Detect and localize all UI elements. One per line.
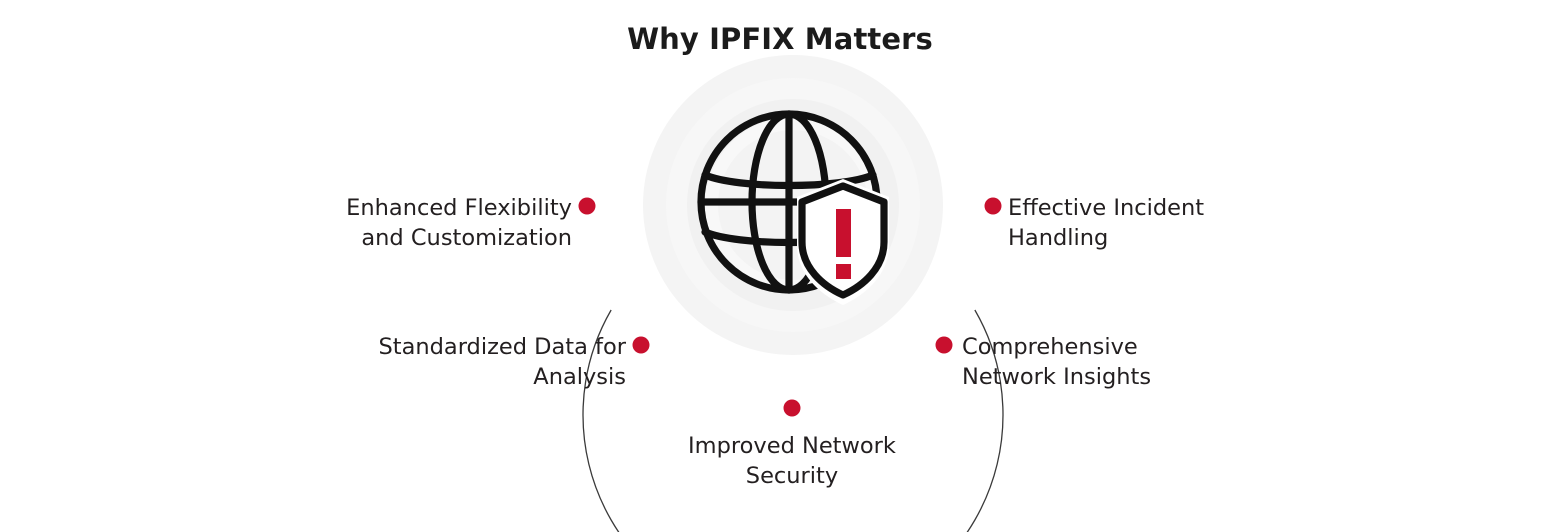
node-dot-effective-incident-handling[interactable] xyxy=(984,197,1002,215)
page-title: Why IPFIX Matters xyxy=(627,22,933,56)
node-dot-improved-network-security[interactable] xyxy=(783,399,801,417)
node-label-effective-incident-handling: Effective Incident Handling xyxy=(1008,195,1205,252)
alert-exclamation-dot xyxy=(836,264,851,279)
node-label-enhanced-flexibility: Enhanced Flexibility and Customization xyxy=(346,195,572,252)
node-label-improved-network-security: Improved Network Security xyxy=(688,433,896,490)
node-label-standardized-data: Standardized Data for Analysis xyxy=(378,334,626,391)
connector-arc xyxy=(582,309,1004,532)
node-dot-enhanced-flexibility[interactable] xyxy=(578,197,596,215)
node-dot-group xyxy=(578,197,1002,417)
node-dot-standardized-data[interactable] xyxy=(632,336,650,354)
alert-exclamation-bar xyxy=(836,209,851,257)
node-label-comprehensive-network-insights: Comprehensive Network Insights xyxy=(962,334,1152,391)
globe-shield-alert-icon xyxy=(697,110,889,305)
node-dot-comprehensive-network-insights[interactable] xyxy=(935,336,953,354)
